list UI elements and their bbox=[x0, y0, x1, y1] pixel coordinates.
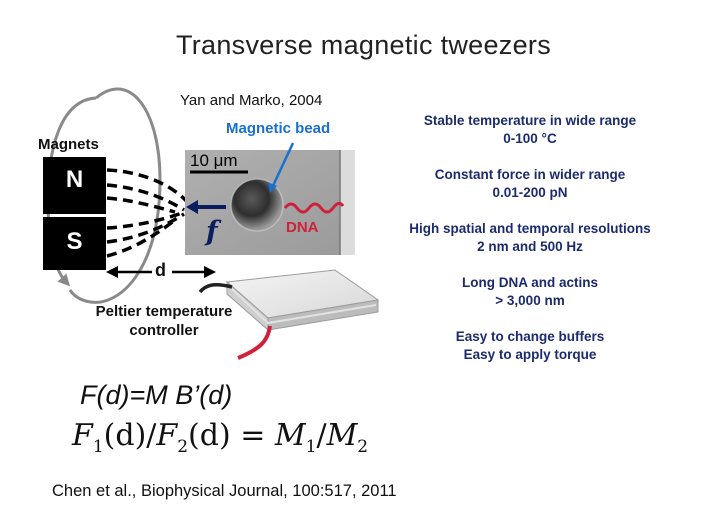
magnet-south-block bbox=[43, 217, 106, 270]
dna-label: DNA bbox=[286, 219, 319, 236]
bead-pointer bbox=[270, 142, 295, 189]
feature-force: Constant force in wider range 0.01-200 p… bbox=[434, 167, 626, 200]
feature-temperature: Stable temperature in wide range 0-100 °… bbox=[423, 113, 637, 146]
slide-title: Transverse magnetic tweezers bbox=[175, 30, 552, 60]
field-lines bbox=[106, 168, 192, 258]
magnets-label: Magnets bbox=[38, 136, 99, 153]
peltier-label-line1: Peltier temperature bbox=[95, 303, 233, 320]
feature-buffers: Easy to change buffers Easy to apply tor… bbox=[455, 329, 605, 362]
feature-list: Stable temperature in wide range 0-100 °… bbox=[392, 112, 668, 382]
peltier-label-line2: controller bbox=[129, 322, 199, 339]
force-formula: F(d)=M B’(d) bbox=[80, 380, 233, 410]
magnetic-bead-label: Magnetic bead bbox=[226, 120, 331, 137]
dna-strand bbox=[283, 201, 345, 214]
south-pole-label: S bbox=[66, 228, 83, 255]
force-ratio-formula: F1(d)/F2(d) = M1/M2 bbox=[72, 418, 369, 457]
magnet-north-block bbox=[43, 157, 106, 214]
reference-chen: Chen et al., Biophysical Journal, 100:51… bbox=[52, 482, 397, 500]
reference-yan-marko: Yan and Marko, 2004 bbox=[180, 92, 323, 109]
distance-label: d bbox=[155, 260, 166, 280]
feature-length: Long DNA and actins > 3,000 nm bbox=[461, 275, 598, 308]
scale-bar-label: 10 μm bbox=[190, 151, 238, 170]
feature-resolution: High spatial and temporal resolutions 2 … bbox=[409, 221, 651, 254]
peltier-device bbox=[198, 269, 380, 360]
north-pole-label: N bbox=[65, 166, 84, 193]
peltier-label: Peltier temperature controller bbox=[84, 302, 244, 340]
force-label: f bbox=[206, 216, 218, 247]
